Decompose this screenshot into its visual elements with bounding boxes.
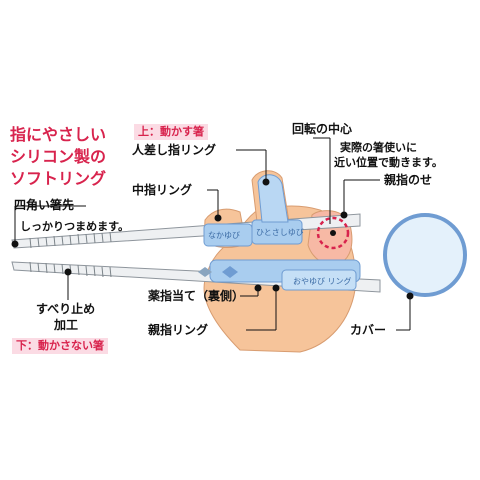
index-ring-label: 人差し指リング: [132, 143, 217, 157]
title-line-3: ソフトリング: [10, 169, 107, 188]
cover-label: カバー: [350, 323, 387, 337]
lower-chopstick-tag: 下：動かさない箸: [12, 338, 108, 354]
title-line-2: シリコン製の: [10, 147, 107, 166]
upper-chopstick-tag: 上：動かす箸: [134, 124, 208, 140]
thumb-ring-text: おやゆび リング: [293, 277, 352, 286]
index-ring-text: ひとさしゆび: [256, 228, 304, 237]
ring-finger-rest-label: 薬指当て（裏側）: [148, 289, 245, 303]
square-tip-label: 四角い箸先: [14, 198, 75, 212]
nonslip-label-2: 加工: [54, 318, 79, 332]
index-finger-loop: [257, 174, 289, 223]
middle-ring-label: 中指リング: [132, 183, 193, 197]
thumb-rest-label: 親指のせ: [384, 173, 433, 187]
title-block: 指にやさしい シリコン製の ソフトリング: [10, 124, 106, 190]
rotation-center-dot: [330, 230, 336, 236]
thumb-ring-label: 親指リング: [148, 323, 209, 337]
rotation-note-1: 実際の箸使いに: [340, 141, 417, 154]
title-line-1: 指にやさしい: [10, 125, 107, 144]
middle-ring-text: なかゆび: [208, 231, 240, 240]
leader-lines: [14, 137, 411, 331]
rotation-note-2: 近い位置で動きます。: [334, 156, 443, 169]
square-tip-note: しっかりつまめます。: [20, 220, 130, 233]
upper-grip-ridges: [29, 231, 112, 249]
leader-dots: [11, 178, 414, 300]
diamond-mark-2: [198, 267, 212, 277]
lower-grip-ridges: [29, 261, 112, 278]
cover-circle: [383, 213, 467, 297]
rotation-center-ring: [316, 216, 350, 250]
ring-finger-rest-part: [281, 269, 357, 291]
rotation-center-label: 回転の中心: [292, 122, 353, 136]
nonslip-label-1: すべり止め: [36, 302, 96, 316]
diamond-mark: [222, 266, 238, 278]
